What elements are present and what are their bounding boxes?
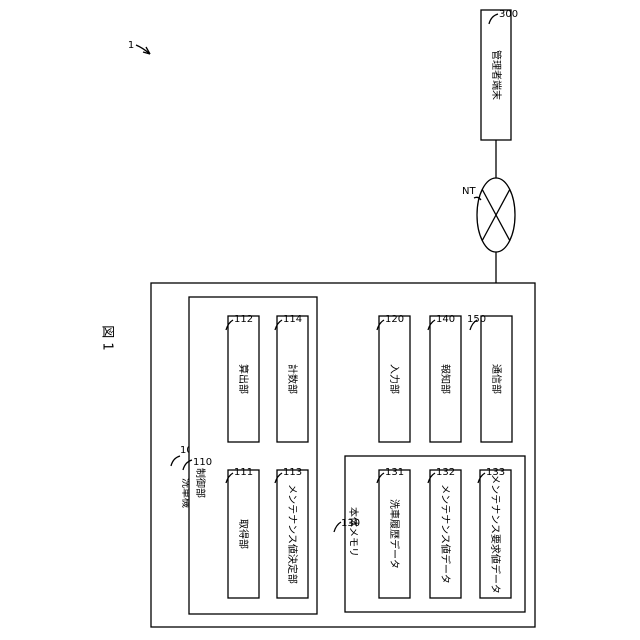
network-ref: NT: [462, 186, 476, 197]
wash-history-data-ref: 131: [385, 467, 404, 478]
maintenance-value-data-ref: 132: [436, 467, 455, 478]
calculation-unit-ref: 112: [234, 314, 253, 325]
input-unit-label: 入力部: [388, 364, 401, 394]
calculation-unit-label: 算出部: [237, 364, 250, 394]
communication-unit-ref: 150: [467, 314, 486, 325]
control-unit-label: 制御部: [194, 468, 207, 498]
input-unit-ref: 120: [385, 314, 404, 325]
notification-unit-label: 報知部: [439, 364, 452, 394]
wash-history-data-label: 洗車履歴データ: [388, 499, 401, 569]
figure-title: 図 1: [100, 325, 115, 350]
admin-terminal-ref: 300: [499, 9, 518, 20]
counting-unit-label: 計数部: [286, 364, 299, 394]
maintenance-value-unit-label: メンテナンス値決定部: [286, 484, 299, 584]
maintenance-value-unit-ref: 113: [283, 467, 302, 478]
maintenance-value-data-label: メンテナンス値データ: [439, 484, 452, 584]
system-ref: 1: [128, 40, 134, 51]
maintenance-request-data-ref: 133: [486, 467, 505, 478]
communication-unit-label: 通信部: [490, 364, 503, 394]
acquisition-unit-ref: 111: [234, 467, 253, 478]
notification-unit-ref: 140: [436, 314, 455, 325]
counting-unit-ref: 114: [283, 314, 302, 325]
control-unit-ref: 110: [193, 457, 212, 468]
main-memory-label: 本体メモリ: [347, 507, 360, 557]
admin-terminal-label: 管理者端末: [490, 50, 503, 100]
acquisition-unit-label: 取得部: [237, 519, 250, 549]
maintenance-request-data-label: メンテナンス要求値データ: [489, 474, 502, 594]
